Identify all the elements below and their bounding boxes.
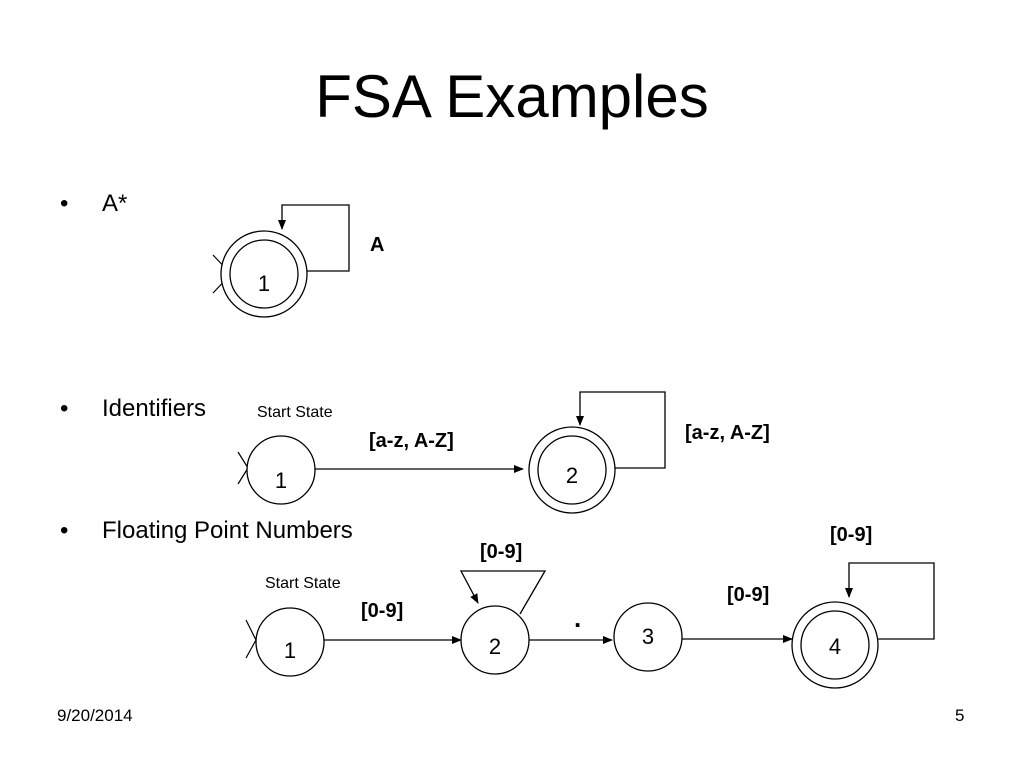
state-label: 1 (258, 271, 270, 296)
self-loop-label: [0-9] (480, 541, 522, 563)
a-star-diagram: 1 A (212, 204, 384, 318)
state-label: 1 (275, 468, 287, 493)
accept-state-inner (537, 435, 607, 505)
state-label: 3 (642, 624, 654, 649)
state-label: 2 (566, 463, 578, 488)
edge-label: . (574, 603, 581, 633)
accept-state-outer (791, 601, 879, 689)
self-loop-label: [0-9] (830, 524, 872, 546)
start-marker (237, 467, 249, 485)
footer-date: 9/20/2014 (57, 706, 133, 725)
self-loop-edge (278, 204, 350, 272)
bullet-dot: • (60, 190, 69, 217)
identifiers-diagram: Start State 1 [a-z, A-Z] 2 [a-z, A-Z] (237, 391, 770, 514)
self-loop-edge (576, 391, 666, 469)
state-label: 4 (829, 634, 841, 659)
accept-state-outer (220, 230, 308, 318)
slide-title: FSA Examples (315, 63, 709, 130)
self-loop-label: A (370, 234, 384, 256)
accept-state-outer (528, 426, 616, 514)
state-1 (246, 435, 316, 505)
state-3 (613, 602, 683, 672)
edge-label: [0-9] (361, 600, 403, 622)
bullet-dot: • (60, 517, 69, 544)
self-loop-edge (459, 570, 547, 615)
self-loop-label: [a-z, A-Z] (685, 422, 770, 444)
accept-state-inner (229, 239, 299, 309)
start-marker (245, 619, 257, 641)
state-label: 1 (284, 638, 296, 663)
bullet-label: Floating Point Numbers (102, 517, 353, 544)
start-state-label: Start State (265, 575, 341, 592)
bullet-label: Identifiers (102, 395, 207, 422)
start-marker (237, 451, 249, 469)
state-label: 2 (489, 634, 501, 659)
bullet-dot: • (60, 395, 69, 422)
start-marker (245, 639, 257, 659)
self-loop-edge (845, 562, 935, 640)
bullet-label: A* (102, 190, 128, 217)
accept-state-inner (800, 610, 870, 680)
edge-label: [0-9] (727, 584, 769, 606)
edge-label: [a-z, A-Z] (369, 430, 454, 452)
state-1 (255, 607, 325, 677)
footer-page-number: 5 (955, 706, 965, 725)
floating-point-diagram: Start State 1 [0-9] 2 [0-9] . 3 [0-9] 4 … (245, 524, 935, 689)
start-state-label: Start State (257, 404, 333, 421)
